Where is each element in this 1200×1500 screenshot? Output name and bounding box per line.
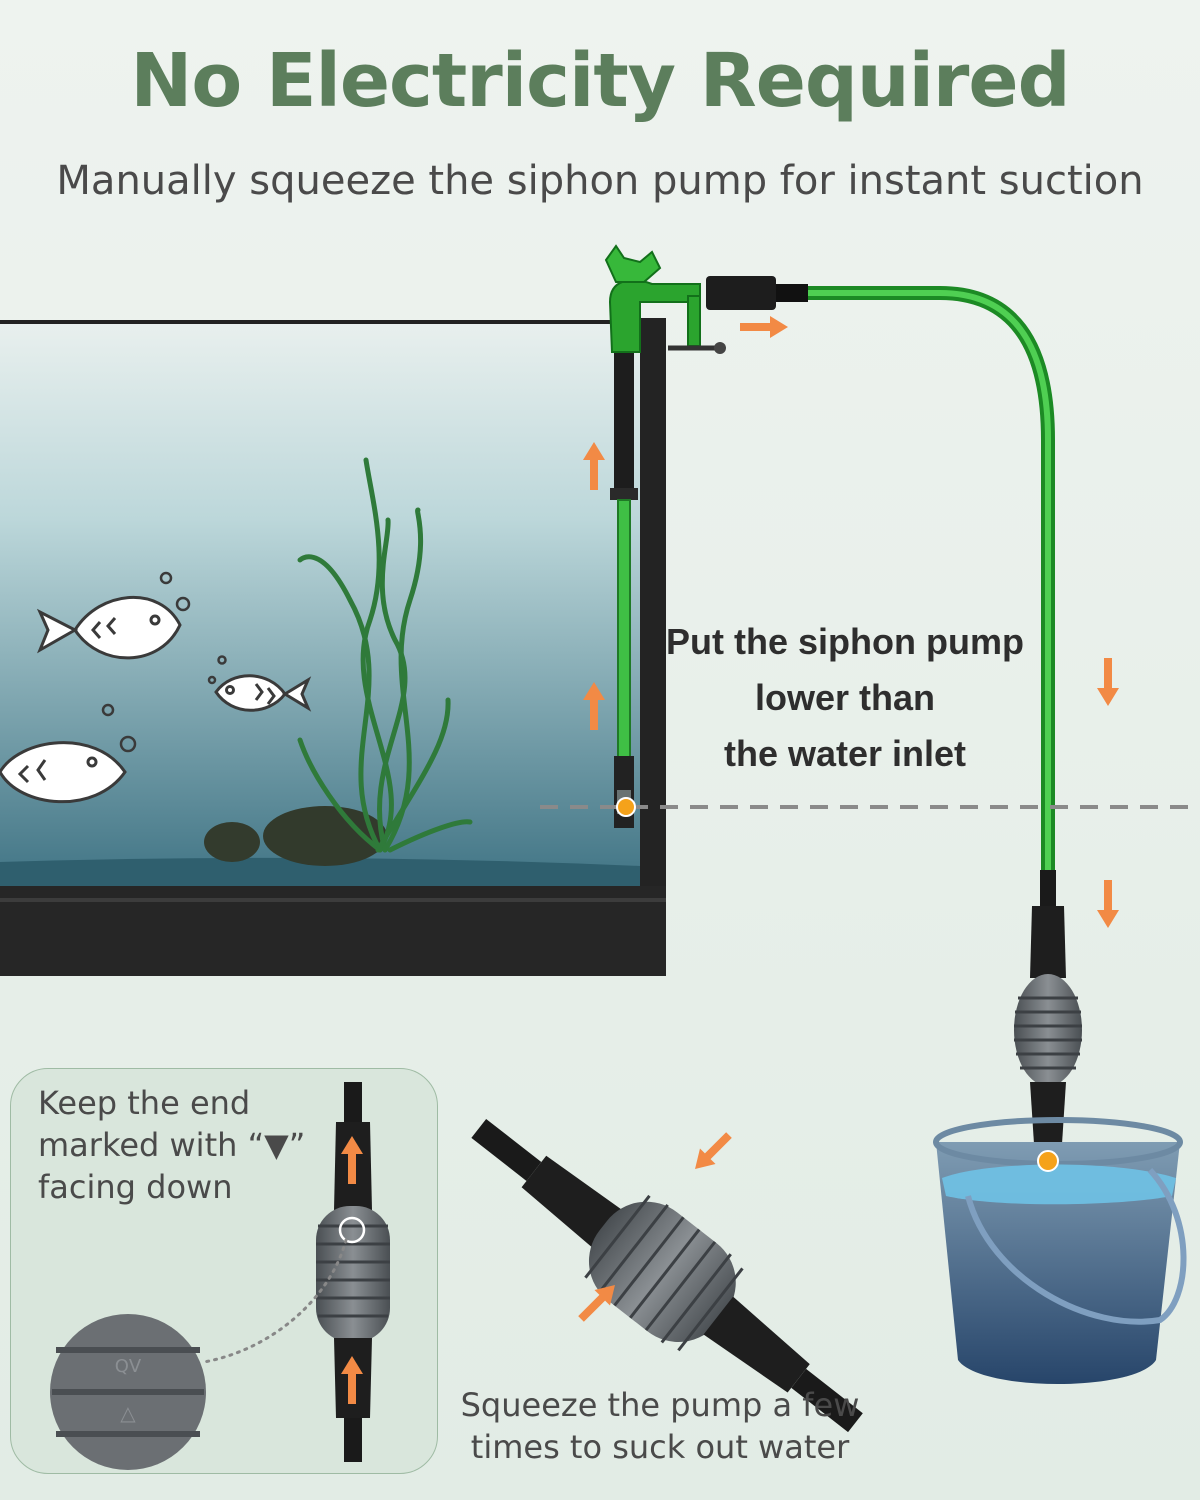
page-subtitle: Manually squeeze the siphon pump for ins… — [56, 158, 1144, 204]
pump-marking-magnifier — [50, 1314, 206, 1470]
squeeze-tip-line-2: times to suck out water — [470, 1428, 850, 1466]
squeeze-arrow-top — [687, 1127, 737, 1177]
orientation-tip-line-1: Keep the end — [38, 1084, 251, 1122]
placement-note-line-2: lower than — [754, 677, 936, 718]
placement-note: Put the siphon pump lower than the water… — [640, 614, 1050, 782]
outlet-hose-highlight — [808, 290, 1051, 880]
page-title: No Electricity Required — [130, 38, 1070, 124]
outlet-marker-dot — [1037, 1150, 1059, 1172]
squeeze-tip-text: Squeeze the pump a few times to suck out… — [458, 1384, 862, 1468]
pump-mark-code: QV — [115, 1356, 142, 1377]
placement-note-line-1: Put the siphon pump — [666, 621, 1024, 662]
orientation-tip-line-2: marked with “▼” — [38, 1126, 306, 1164]
stone-large — [263, 806, 387, 866]
bubbles — [101, 571, 227, 753]
pump-mark-triangle-icon: △ — [120, 1401, 136, 1425]
fish-large-bottom — [0, 741, 127, 804]
tank-wall — [640, 318, 666, 918]
orientation-tip-line-3: facing down — [38, 1168, 233, 1206]
fish-large-top — [36, 595, 182, 660]
stone-small — [204, 822, 260, 862]
pump-closeup-vertical — [202, 1082, 390, 1462]
squeeze-tip-line-1: Squeeze the pump a few — [460, 1386, 860, 1424]
outlet-connector — [604, 244, 808, 354]
pump-closeup-diagonal — [471, 1118, 863, 1433]
intake-marker-dot — [616, 797, 636, 817]
seaweed-plant — [297, 457, 473, 853]
tank-floor — [0, 857, 640, 886]
placement-note-line-3: the water inlet — [723, 733, 967, 774]
fish-small — [214, 674, 312, 712]
siphon-intake-tube — [610, 340, 638, 828]
orientation-tip-text: Keep the end marked with “▼” facing down — [38, 1082, 328, 1208]
hand-pump-vertical — [1014, 870, 1082, 1144]
bucket — [933, 1117, 1187, 1384]
